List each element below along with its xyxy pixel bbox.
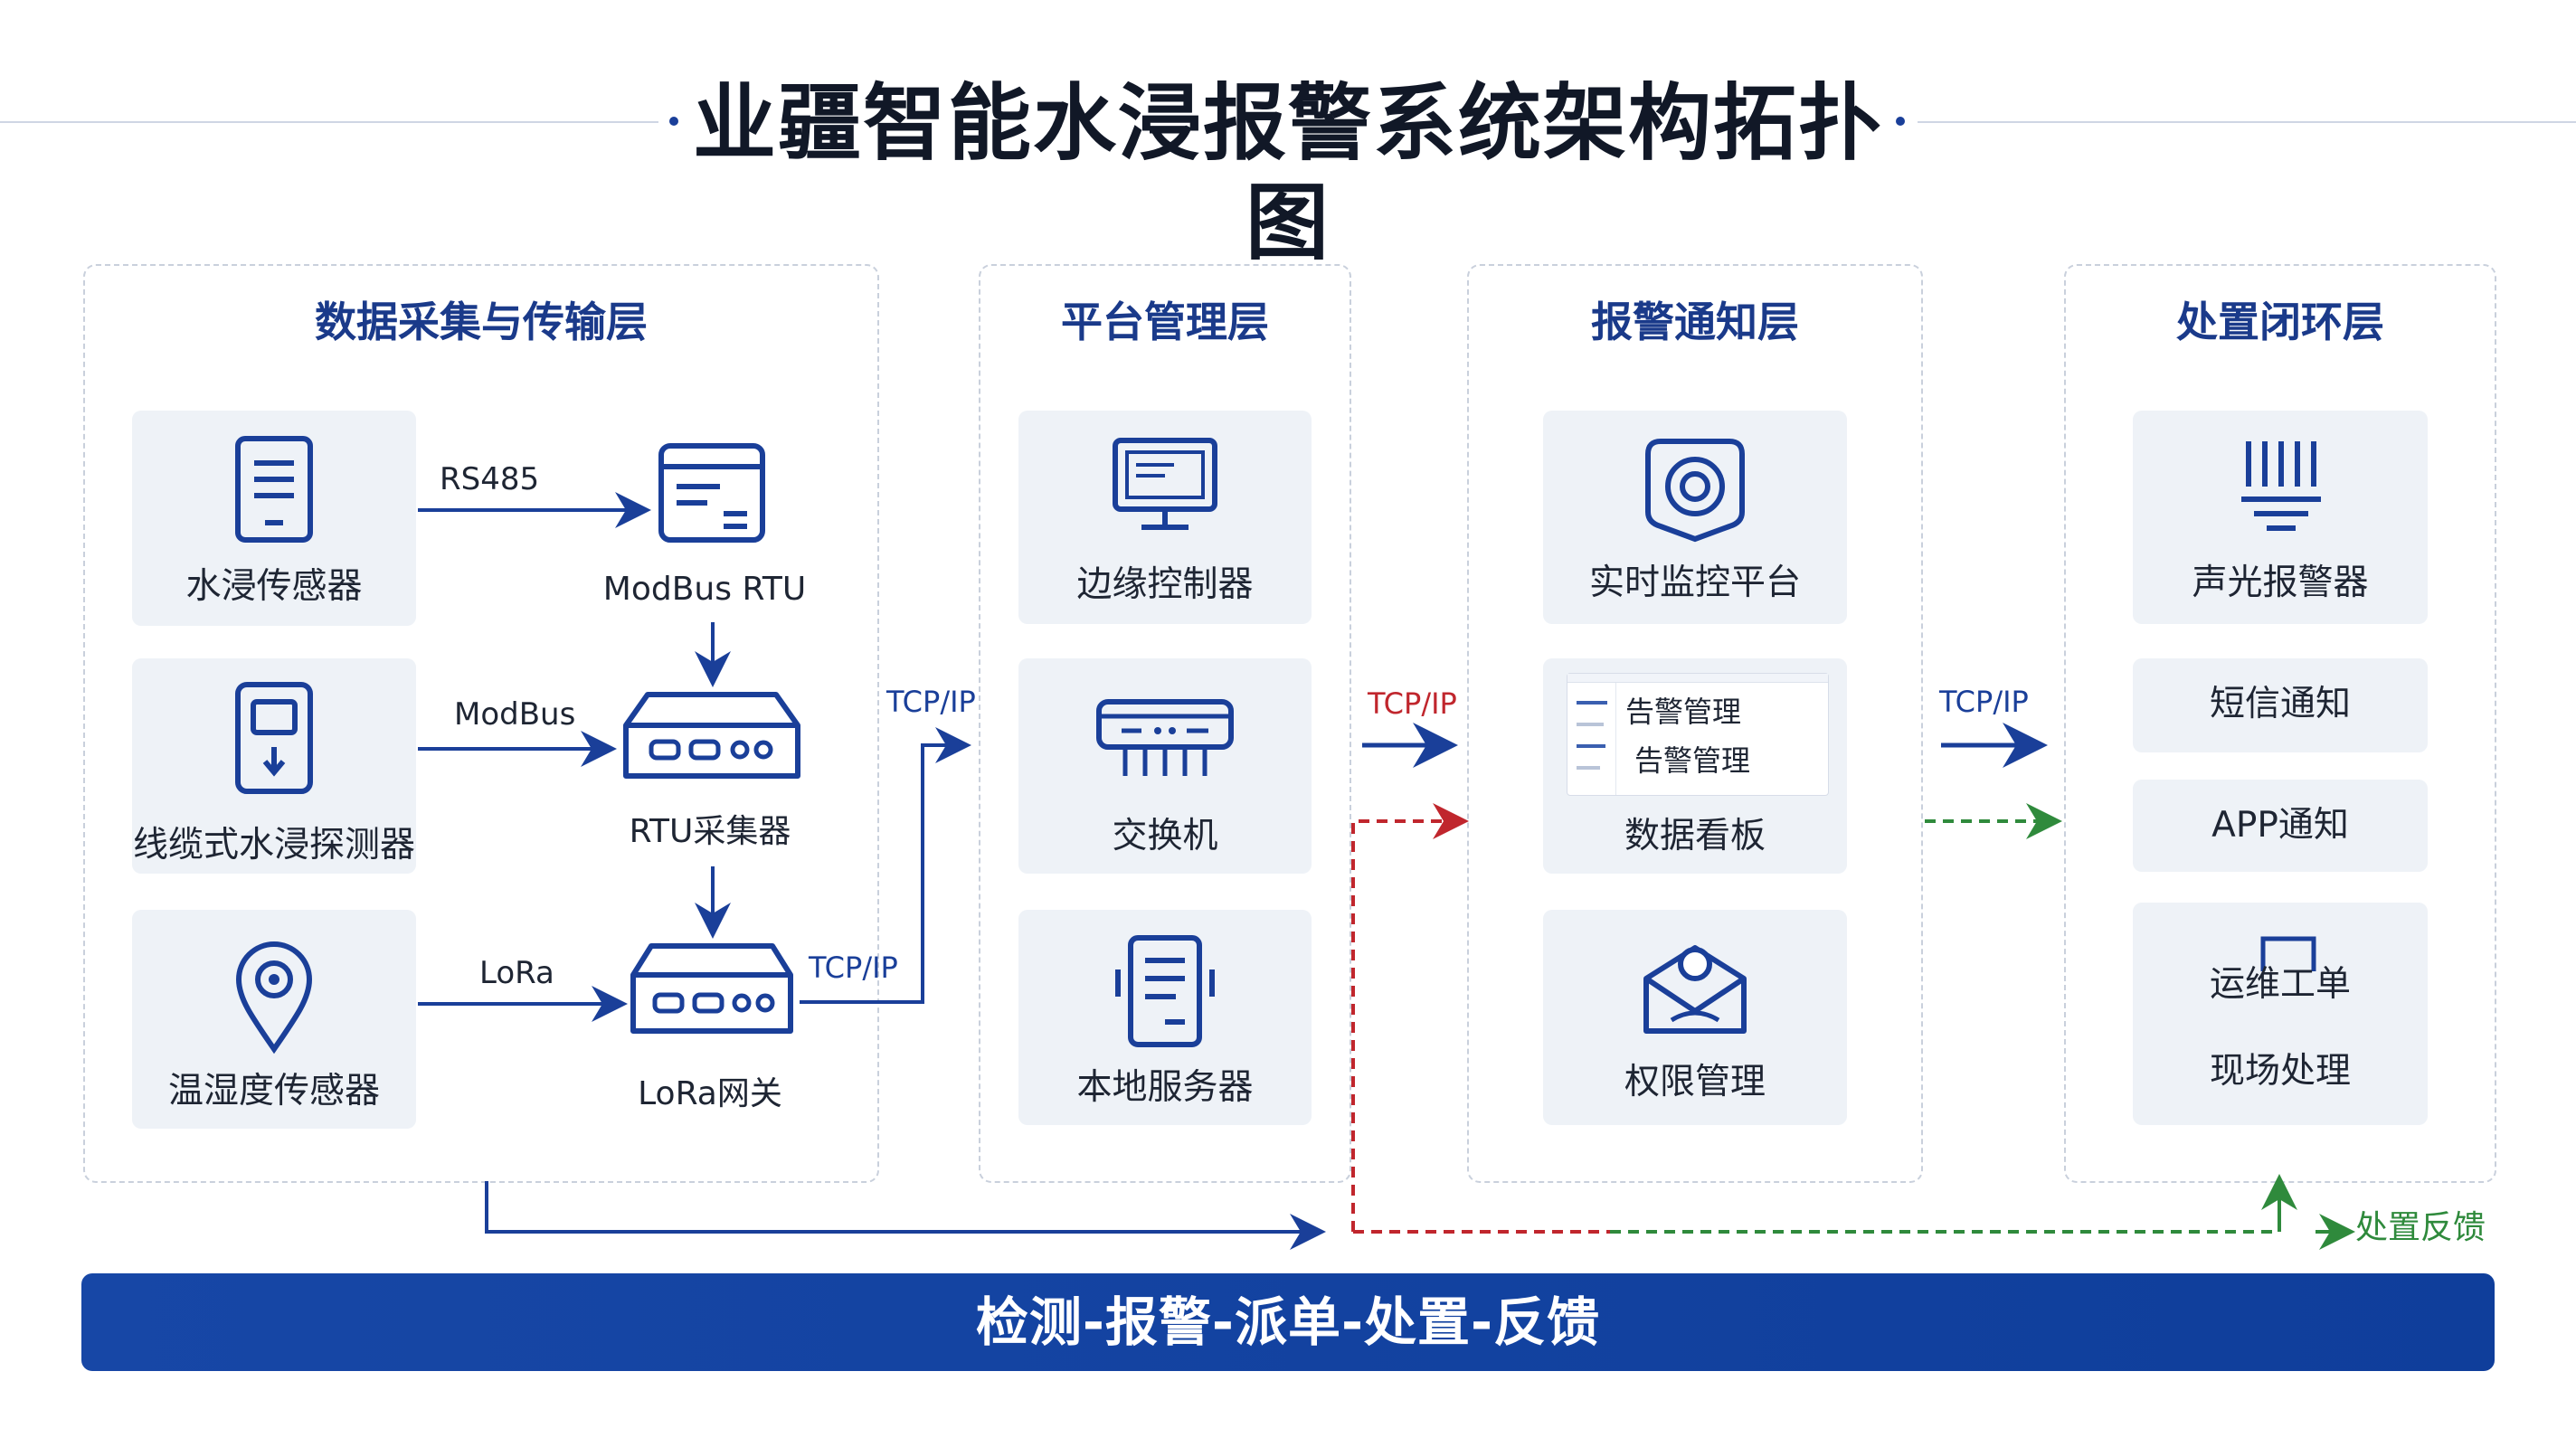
- layer-title-disposal: 处置闭环层: [2176, 298, 2384, 346]
- label-rtu-collector: RTU采集器: [629, 813, 791, 850]
- sound-light-alarm-icon: [2241, 441, 2321, 531]
- red-dashed-alert-path: [1351, 803, 1469, 1232]
- card-realtime-monitor: 实时监控平台: [1543, 411, 1847, 624]
- label-app-notify: APP通知: [2211, 805, 2349, 846]
- card-sms-notify: 短信通知: [2133, 658, 2428, 752]
- title-line-left: [0, 121, 658, 123]
- link-label-rs485: RS485: [440, 461, 540, 497]
- camera-monitor-icon: [1645, 439, 1745, 543]
- card-app-notify: APP通知: [2133, 780, 2428, 872]
- process-banner: 检测-报警-派单-处置-反馈: [81, 1273, 2495, 1371]
- card-switch: 交换机: [1018, 658, 1312, 874]
- card-dashboard: 告警管理 告警管理 数据看板: [1543, 658, 1847, 874]
- card-cable-detector: 线缆式水浸探测器: [132, 658, 416, 874]
- layer-title-acquisition: 数据采集与传输层: [315, 298, 648, 346]
- layer-title-platform: 平台管理层: [1061, 298, 1269, 346]
- work-order-bracket-icon: [2260, 936, 2316, 971]
- tcpip-label-platform-out: TCP/IP: [1368, 686, 1457, 721]
- lora-gateway-icon: [630, 943, 793, 1034]
- modbus-terminal-icon: [658, 443, 765, 543]
- title-dot-right: [1896, 117, 1905, 126]
- title-dot-left: [669, 117, 678, 126]
- card-temp-humidity-sensor: 温湿度传感器: [132, 910, 416, 1129]
- tcpip-label-uplink: TCP/IP: [809, 950, 898, 985]
- location-pin-icon: [235, 941, 313, 1055]
- title-line-right: [1918, 121, 2576, 123]
- arrow-gateway-uplink: [800, 727, 971, 1004]
- card-water-sensor: 水浸传感器: [132, 411, 416, 626]
- label-switch: 交换机: [1112, 816, 1218, 856]
- label-lora-gateway: LoRa网关: [638, 1075, 782, 1112]
- label-edge-controller: 边缘控制器: [1076, 564, 1254, 605]
- envelope-icon: [1643, 945, 1747, 1034]
- label-onsite-handling: 现场处理: [2209, 1051, 2351, 1092]
- dashboard-line-1: 告警管理: [1625, 695, 1742, 729]
- label-permission-mgmt: 权限管理: [1624, 1062, 1766, 1102]
- label-sms-notify: 短信通知: [2209, 684, 2351, 724]
- card-permission-mgmt: 权限管理: [1543, 910, 1847, 1125]
- label-dashboard: 数据看板: [1624, 816, 1766, 856]
- label-temp-humidity-sensor: 温湿度传感器: [167, 1071, 380, 1111]
- dashboard-thumbnail: 告警管理 告警管理: [1567, 673, 1829, 796]
- sensor-device-icon: [235, 436, 313, 543]
- server-icon: [1115, 935, 1215, 1047]
- bottom-blue-path: [485, 1181, 1326, 1250]
- tcpip-label-alarm-out: TCP/IP: [1939, 685, 2029, 719]
- link-label-modbus: ModBus: [454, 696, 576, 733]
- label-sound-light-alarm: 声光报警器: [2192, 563, 2369, 603]
- dashboard-line-2: 告警管理: [1634, 743, 1751, 778]
- card-work-order: 运维工单 现场处理: [2133, 903, 2428, 1125]
- label-cable-detector: 线缆式水浸探测器: [132, 825, 415, 865]
- card-local-server: 本地服务器: [1018, 910, 1312, 1125]
- monitor-icon: [1113, 438, 1217, 530]
- label-realtime-monitor: 实时监控平台: [1588, 563, 1801, 603]
- dashboard-sidebar: [1567, 683, 1616, 795]
- switch-icon: [1096, 699, 1234, 776]
- card-edge-controller: 边缘控制器: [1018, 411, 1312, 624]
- rtu-collector-icon: [623, 692, 800, 779]
- label-water-sensor: 水浸传感器: [185, 566, 363, 607]
- layer-title-alarm: 报警通知层: [1591, 298, 1799, 346]
- tcpip-label-acquisition-out: TCP/IP: [886, 685, 976, 719]
- card-sound-light-alarm: 声光报警器: [2133, 411, 2428, 624]
- cable-detector-icon: [235, 682, 313, 794]
- label-work-order: 运维工单: [2209, 964, 2351, 1005]
- link-label-lora: LoRa: [479, 955, 554, 991]
- process-banner-text: 检测-报警-派单-处置-反馈: [975, 1291, 1601, 1353]
- dashboard-topbar: [1567, 674, 1828, 683]
- feedback-label: 处置反馈: [2355, 1209, 2486, 1246]
- label-local-server: 本地服务器: [1076, 1067, 1254, 1108]
- label-modbus-rtu: ModBus RTU: [602, 571, 807, 608]
- page-title: 业疆智能水浸报警系统架构拓扑图: [692, 75, 1883, 271]
